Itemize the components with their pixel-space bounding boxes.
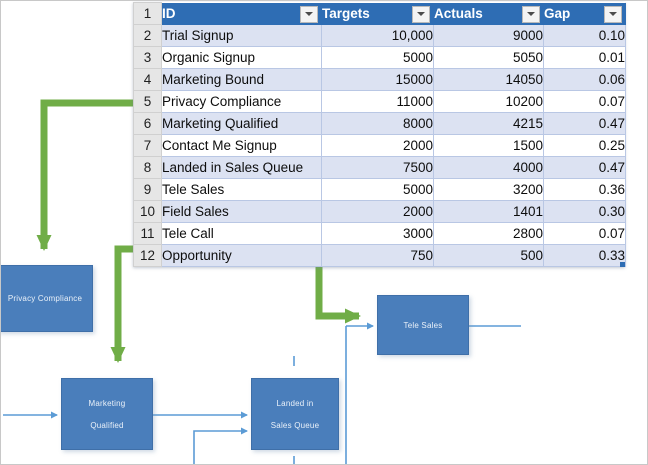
cell-targets[interactable]: 8000 xyxy=(321,112,434,135)
row-header-7[interactable]: 7 xyxy=(133,134,162,157)
cell-gap[interactable]: 0.47 xyxy=(543,112,626,135)
cell-id[interactable]: Opportunity xyxy=(161,244,322,267)
column-header-targets[interactable]: Targets xyxy=(321,2,434,25)
node-marketing-qualified-label: Marketing Qualified xyxy=(88,398,126,430)
cell-id[interactable]: Marketing Bound xyxy=(161,68,322,91)
row-header-1[interactable]: 1 xyxy=(133,2,162,25)
filter-dropdown-icon-gap[interactable] xyxy=(604,5,622,23)
row-header-3[interactable]: 3 xyxy=(133,46,162,69)
node-tele-sales-label: Tele Sales xyxy=(403,320,443,330)
cell-gap[interactable]: 0.10 xyxy=(543,24,626,47)
cell-gap[interactable]: 0.33 xyxy=(543,244,626,267)
cell-actuals[interactable]: 500 xyxy=(433,244,544,267)
cell-id[interactable]: Contact Me Signup xyxy=(161,134,322,157)
cell-gap[interactable]: 0.30 xyxy=(543,200,626,223)
cell-id[interactable]: Trial Signup xyxy=(161,24,322,47)
column-header-id-label: ID xyxy=(162,6,176,21)
cell-targets[interactable]: 10,000 xyxy=(321,24,434,47)
column-header-gap[interactable]: Gap xyxy=(543,2,626,25)
cell-targets[interactable]: 11000 xyxy=(321,90,434,113)
column-header-targets-label: Targets xyxy=(322,6,370,21)
cell-targets[interactable]: 15000 xyxy=(321,68,434,91)
cell-id[interactable]: Privacy Compliance xyxy=(161,90,322,113)
cell-gap[interactable]: 0.06 xyxy=(543,68,626,91)
cell-actuals[interactable]: 9000 xyxy=(433,24,544,47)
row-header-4[interactable]: 4 xyxy=(133,68,162,91)
cell-gap[interactable]: 0.07 xyxy=(543,90,626,113)
row-header-9[interactable]: 9 xyxy=(133,178,162,201)
row-header-5[interactable]: 5 xyxy=(133,90,162,113)
node-privacy-compliance[interactable]: Privacy Compliance xyxy=(1,265,93,332)
cell-id[interactable]: Tele Sales xyxy=(161,178,322,201)
highlight-row5-to-privacy-compliance xyxy=(36,99,153,251)
row-header-6[interactable]: 6 xyxy=(133,112,162,135)
cell-gap[interactable]: 0.07 xyxy=(543,222,626,245)
row-header-2[interactable]: 2 xyxy=(133,24,162,47)
cell-actuals[interactable]: 1401 xyxy=(433,200,544,223)
cell-actuals[interactable]: 3200 xyxy=(433,178,544,201)
column-header-gap-label: Gap xyxy=(544,6,571,21)
cell-gap[interactable]: 0.01 xyxy=(543,46,626,69)
blue-connector-group xyxy=(3,322,521,464)
column-header-id[interactable]: ID xyxy=(161,2,322,25)
cell-actuals[interactable]: 4215 xyxy=(433,112,544,135)
cell-targets[interactable]: 750 xyxy=(321,244,434,267)
node-privacy-compliance-label: Privacy Compliance xyxy=(7,294,83,303)
cell-actuals[interactable]: 4000 xyxy=(433,156,544,179)
cell-targets[interactable]: 5000 xyxy=(321,178,434,201)
filter-dropdown-icon-targets[interactable] xyxy=(412,5,430,23)
node-landed-in-sales-queue[interactable]: Landed in Sales Queue xyxy=(251,378,339,450)
cell-actuals[interactable]: 5050 xyxy=(433,46,544,69)
excel-grid: 1 ID Targets Actuals Gap xyxy=(133,2,626,267)
cell-actuals[interactable]: 1500 xyxy=(433,134,544,157)
node-tele-sales[interactable]: Tele Sales xyxy=(377,295,469,355)
filter-dropdown-icon-actuals[interactable] xyxy=(522,5,540,23)
cell-gap[interactable]: 0.36 xyxy=(543,178,626,201)
cell-actuals[interactable]: 14050 xyxy=(433,68,544,91)
cell-actuals[interactable]: 10200 xyxy=(433,90,544,113)
row-header-12[interactable]: 12 xyxy=(133,244,162,267)
cell-id[interactable]: Organic Signup xyxy=(161,46,322,69)
spreadsheet-table[interactable]: 1 ID Targets Actuals Gap xyxy=(133,2,626,267)
cell-id[interactable]: Field Sales xyxy=(161,200,322,223)
header-row: 1 ID Targets Actuals Gap xyxy=(133,2,626,25)
cell-targets[interactable]: 2000 xyxy=(321,200,434,223)
node-marketing-qualified[interactable]: Marketing Qualified xyxy=(61,378,153,450)
filter-dropdown-icon-id[interactable] xyxy=(300,5,318,23)
row-header-8[interactable]: 8 xyxy=(133,156,162,179)
cell-targets[interactable]: 5000 xyxy=(321,46,434,69)
table-resize-grip[interactable] xyxy=(620,262,625,267)
column-header-actuals[interactable]: Actuals xyxy=(433,2,544,25)
node-landed-in-sales-queue-label: Landed in Sales Queue xyxy=(270,398,320,430)
row-header-11[interactable]: 11 xyxy=(133,222,162,245)
cell-gap[interactable]: 0.47 xyxy=(543,156,626,179)
connector-elbow-to-lsq xyxy=(193,427,248,464)
cell-targets[interactable]: 3000 xyxy=(321,222,434,245)
row-header-10[interactable]: 10 xyxy=(133,200,162,223)
cell-targets[interactable]: 2000 xyxy=(321,134,434,157)
cell-targets[interactable]: 7500 xyxy=(321,156,434,179)
cell-gap[interactable]: 0.25 xyxy=(543,134,626,157)
column-header-actuals-label: Actuals xyxy=(434,6,483,21)
cell-id[interactable]: Landed in Sales Queue xyxy=(161,156,322,179)
cell-id[interactable]: Tele Call xyxy=(161,222,322,245)
cell-id[interactable]: Marketing Qualified xyxy=(161,112,322,135)
cell-actuals[interactable]: 2800 xyxy=(433,222,544,245)
